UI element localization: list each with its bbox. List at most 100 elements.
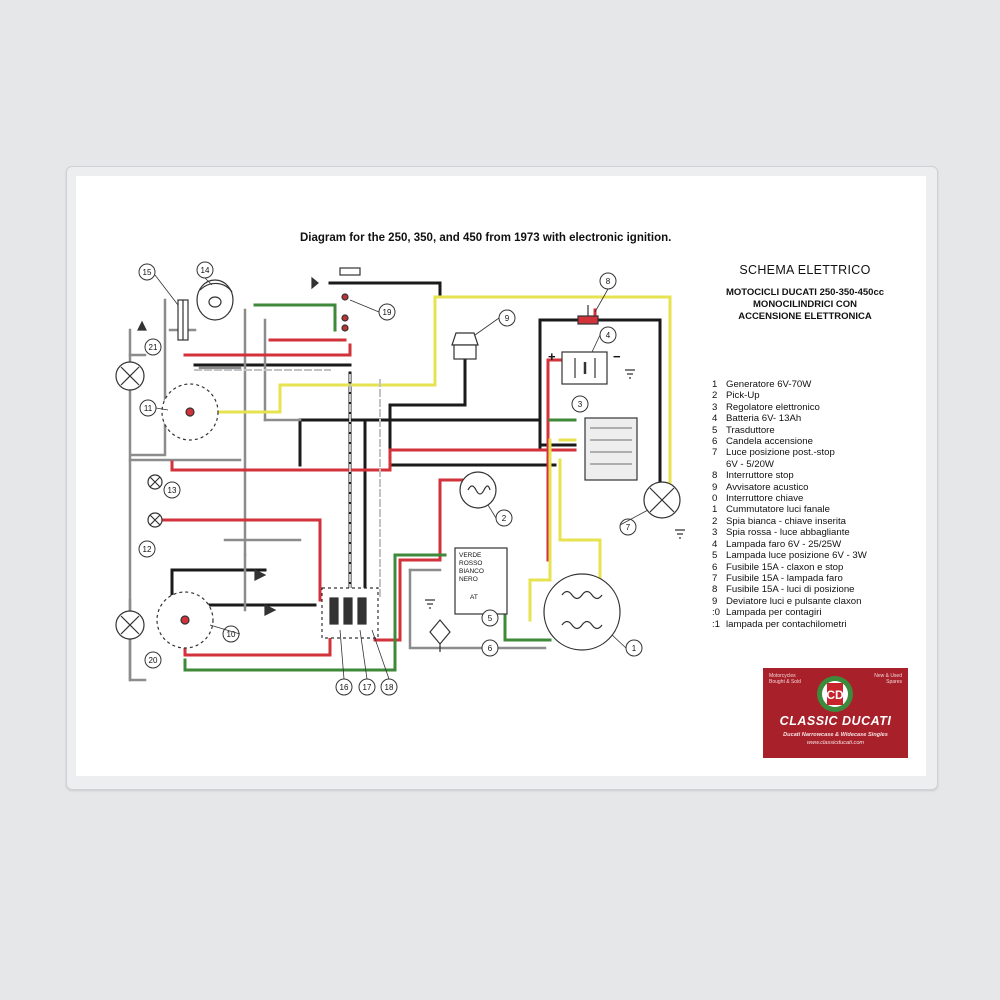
legend-item-text: Generatore 6V-70W xyxy=(726,379,812,390)
legend-item-number: 1 xyxy=(712,504,718,516)
battery-plus-sign: + xyxy=(548,349,556,364)
legend-item-text: Luce posizione post.-stop xyxy=(726,447,835,459)
legend-item-number: 4 xyxy=(712,413,718,425)
generator-1 xyxy=(543,573,621,651)
schema-subtitle: MOTOCICLI DUCATI 250-350-450cc MONOCILIN… xyxy=(705,287,905,323)
legend-item-text: Spia bianca - chiave inserita xyxy=(726,515,846,527)
legend-item-text: Spia rossa - luce abbagliante xyxy=(726,527,850,539)
fuse-box-16-17-18 xyxy=(321,587,379,639)
legend-item: 6 Fusibile 15A - claxon e stop xyxy=(712,562,912,573)
battery-minus-sign: − xyxy=(613,349,621,364)
legend-item-number: 7 xyxy=(712,572,718,584)
svg-text:12: 12 xyxy=(143,545,152,554)
svg-text:9: 9 xyxy=(505,314,510,323)
svg-text:6: 6 xyxy=(488,644,493,653)
legend-item-text: Fusibile 15A - claxon e stop xyxy=(726,561,844,573)
legend-item-text: Avvisatore acustico xyxy=(726,481,809,493)
svg-text:20: 20 xyxy=(149,656,158,665)
legend-item-text: Lampada luce posizione 6V - 3W xyxy=(726,550,867,562)
svg-text:13: 13 xyxy=(168,486,177,495)
legend-item-number: 3 xyxy=(712,401,718,413)
legend-item-text: Interruttore stop xyxy=(726,470,794,482)
legend-item-number: 5 xyxy=(712,550,718,562)
brand-top-right-line: New & Used xyxy=(874,673,902,679)
legend-item: 7 Luce posizione post.-stop xyxy=(712,447,912,458)
legend-item: 6V - 5/20W xyxy=(712,459,912,470)
brand-top-left-line: Motorcycles xyxy=(769,673,796,679)
svg-text:1: 1 xyxy=(632,644,637,653)
transducer-label-at: AT xyxy=(470,594,478,601)
lamp-20 xyxy=(115,610,145,640)
legend-item-number: 2 xyxy=(712,515,718,527)
transducer-5 xyxy=(454,547,508,615)
legend-item: 7 Fusibile 15A - lampada faro xyxy=(712,573,912,584)
svg-text:11: 11 xyxy=(144,404,153,413)
legend-item-number: 7 xyxy=(712,447,718,459)
legend-item-number: 5 xyxy=(712,424,718,436)
ignition-switch-11 xyxy=(161,383,219,441)
legend-item-text: Fusibile 15A - lampada faro xyxy=(726,572,843,584)
fuse-15 xyxy=(177,299,189,341)
horn-9 xyxy=(451,332,479,360)
schema-subtitle-line: MOTOCICLI DUCATI 250-350-450cc xyxy=(725,287,885,298)
legend-item-text: Lampada per contagiri xyxy=(726,607,822,619)
svg-text:2: 2 xyxy=(502,514,507,523)
svg-text:17: 17 xyxy=(363,683,372,692)
legend-item: 5 Lampada luce posizione 6V - 3W xyxy=(712,550,912,561)
pickup-2 xyxy=(459,471,497,509)
svg-text:5: 5 xyxy=(488,614,493,623)
ground-symbols xyxy=(137,276,685,616)
svg-text:4: 4 xyxy=(606,331,611,340)
svg-text:21: 21 xyxy=(149,343,158,352)
callout-markers: 15 14 19 21 11 13 12 10 20 16 17 18 9 8 … xyxy=(138,261,643,696)
schema-title: SCHEMA ELETTRICO xyxy=(739,263,871,277)
legend-item-number: 2 xyxy=(712,390,718,402)
transducer-label-bianco: BIANCO xyxy=(459,568,484,575)
warning-lamps-12-13 xyxy=(147,474,163,528)
transducer-label-rosso: ROSSO xyxy=(459,560,482,567)
legend-item-text: Interruttore chiave xyxy=(726,493,804,505)
brand-top-right: New & Used Spares xyxy=(874,673,902,685)
stop-switch-8 xyxy=(577,305,599,325)
transducer-label-nero: NERO xyxy=(459,576,478,583)
legend-item-text: Regolatore elettronico xyxy=(726,401,820,413)
svg-text:CD: CD xyxy=(826,688,844,702)
brand-top-left: Motorcycles Bought & Sold xyxy=(769,673,801,685)
tail-lamp-7 xyxy=(643,481,681,519)
light-switch-10 xyxy=(156,591,214,649)
legend-item-text: 6V - 5/20W xyxy=(726,458,774,470)
legend-item-number: 6 xyxy=(712,561,718,573)
legend-item-number: 9 xyxy=(712,481,718,493)
regulator-3 xyxy=(584,417,638,481)
legend-item: :0 Lampada per contagiri xyxy=(712,607,912,618)
svg-text:3: 3 xyxy=(578,400,583,409)
legend-item-number: 4 xyxy=(712,538,718,550)
brand-top-right-line: Spares xyxy=(886,679,902,685)
legend-item: 2 Spia bianca - chiave inserita xyxy=(712,516,912,527)
legend-item: 4 Batteria 6V- 13Ah xyxy=(712,413,912,424)
brand-top-left-line: Bought & Sold xyxy=(769,679,801,685)
svg-text:14: 14 xyxy=(201,266,210,275)
legend-item: 0 Interruttore chiave xyxy=(712,493,912,504)
legend-item-text: Deviatore luci e pulsante claxon xyxy=(726,595,862,607)
headlamp-14 xyxy=(196,279,234,321)
legend-item-number: :0 xyxy=(712,607,721,619)
legend-item-text: Batteria 6V- 13Ah xyxy=(726,413,802,425)
legend-item-number: 0 xyxy=(712,493,718,505)
spark-plug-6 xyxy=(429,619,451,652)
svg-text:15: 15 xyxy=(143,268,152,277)
horn-button-19 xyxy=(339,267,361,332)
legend-item-number xyxy=(712,459,726,470)
classic-ducati-badge: Motorcycles Bought & Sold New & Used Spa… xyxy=(763,668,908,758)
legend-item-number: 3 xyxy=(712,527,718,539)
schema-subtitle-line: MONOCILINDRICI CON xyxy=(753,299,857,310)
legend-item-text: Candela accensione xyxy=(726,436,813,448)
